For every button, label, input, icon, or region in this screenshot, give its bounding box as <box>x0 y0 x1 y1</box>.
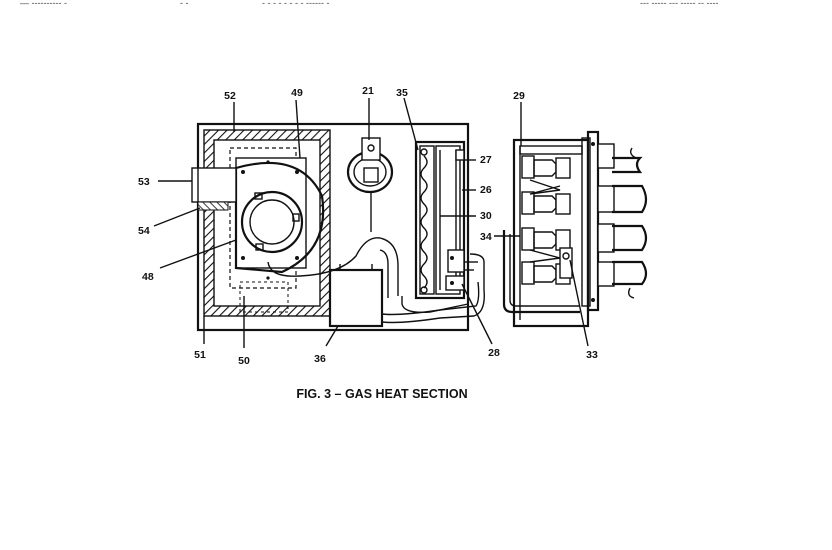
callout-49: 49 <box>291 87 303 99</box>
callout-52: 52 <box>224 90 236 102</box>
callout-34: 34 <box>480 231 492 243</box>
burner-manifold-assembly <box>414 140 478 300</box>
callout-30: 30 <box>480 210 492 222</box>
figure-caption: FIG. 3 – GAS HEAT SECTION <box>296 387 467 401</box>
callout-35: 35 <box>396 87 408 99</box>
callout-51: 51 <box>194 349 206 361</box>
burner-row-2 <box>521 191 571 215</box>
gas-valve <box>328 264 384 328</box>
callout-50: 50 <box>238 355 250 367</box>
callout-54: 54 <box>138 225 150 237</box>
burner-side-view <box>502 130 615 328</box>
callout-21: 21 <box>362 85 374 97</box>
header-fragment-2: - - <box>180 0 189 8</box>
callout-33: 33 <box>586 349 598 361</box>
inducer-blower <box>234 157 325 280</box>
callout-29: 29 <box>513 90 525 102</box>
header-fragment-4: --- ----- --- ----- -- ---- <box>640 0 718 8</box>
burner-row-1 <box>521 155 571 179</box>
callout-53: 53 <box>138 176 150 188</box>
callout-27: 27 <box>480 154 492 166</box>
callout-26: 26 <box>480 184 492 196</box>
pressure-switch <box>346 137 394 232</box>
leader-lines <box>153 97 589 348</box>
burner-row-3 <box>521 227 571 251</box>
callout-labels: 52 49 21 35 29 27 26 30 34 53 54 48 51 5… <box>138 85 598 367</box>
header-fragments: — ---------- - - - - - - - - - - - -----… <box>20 0 718 8</box>
callout-48: 48 <box>142 271 154 283</box>
callout-28: 28 <box>488 347 500 359</box>
callout-36: 36 <box>314 353 326 365</box>
heat-exchanger-tubes <box>612 147 648 299</box>
control-tubing <box>267 237 485 324</box>
header-fragment-3: - - - - - - - - ------ - <box>262 0 329 8</box>
flue-outlet <box>191 167 237 211</box>
header-fragment-1: — ---------- - <box>20 0 67 8</box>
